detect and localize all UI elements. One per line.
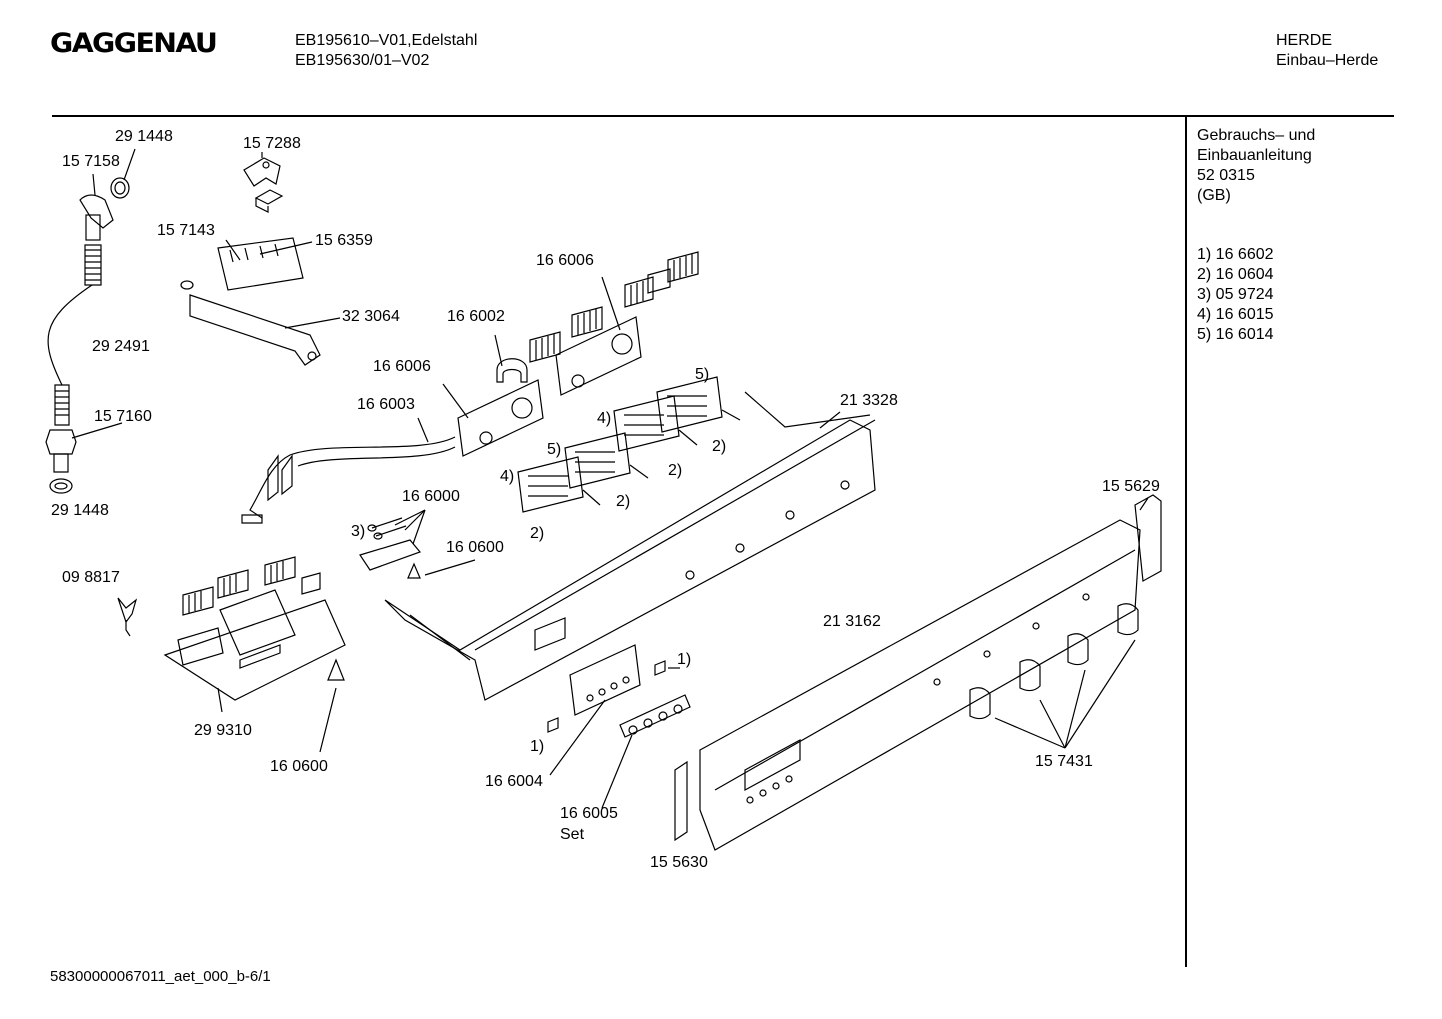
label-16-6005: 16 6005	[560, 805, 618, 822]
label-16-6000: 16 6000	[402, 488, 460, 505]
footnote-5: 5) 16 6014	[1197, 326, 1274, 343]
relay-board	[163, 556, 346, 753]
control-housing	[384, 391, 876, 701]
label-15-6359: 15 6359	[315, 232, 373, 249]
label-16-6005-set: Set	[560, 826, 585, 843]
brand-logo: GAGGENAU	[50, 28, 218, 59]
connector-blocks	[529, 251, 699, 363]
label-21-3328: 21 3328	[840, 392, 898, 409]
marker-4-upper: 4)	[597, 410, 612, 427]
wing-nut	[117, 597, 138, 637]
header-divider	[52, 115, 1394, 117]
display-boards	[547, 644, 691, 809]
category-title: HERDE	[1276, 32, 1333, 49]
sidebar-divider	[1185, 117, 1187, 967]
footnote-1: 1) 16 6602	[1197, 246, 1274, 263]
marker-3: 3)	[351, 523, 366, 540]
manual-title-line-1: Gebrauchs– und	[1197, 127, 1316, 144]
fuse-holder	[359, 509, 476, 579]
model-line-2: EB195630/01–V02	[295, 52, 430, 69]
label-16-6004: 16 6004	[485, 773, 543, 790]
label-16-6002: 16 6002	[447, 308, 505, 325]
label-15-7160: 15 7160	[94, 408, 152, 425]
rotary-switches	[517, 376, 741, 513]
label-15-7288: 15 7288	[243, 135, 301, 152]
bracket-parts	[243, 152, 284, 213]
marker-5-lower: 5)	[547, 441, 562, 458]
label-16-0600-upper: 16 0600	[446, 539, 504, 556]
marker-4-lower: 4)	[500, 468, 515, 485]
switch-plates	[442, 276, 642, 457]
front-panel	[674, 494, 1162, 851]
label-16-6006-upper: 16 6006	[536, 252, 594, 269]
manual-title-line-2: Einbauanleitung	[1197, 147, 1312, 164]
label-29-2491: 29 2491	[92, 338, 150, 355]
marker-2-d: 2)	[530, 525, 545, 542]
gas-connection-assembly	[45, 148, 136, 494]
label-15-7158: 15 7158	[62, 153, 120, 170]
manual-number: 52 0315	[1197, 167, 1255, 184]
label-29-9310: 29 9310	[194, 722, 252, 739]
label-09-8817: 09 8817	[62, 569, 120, 586]
label-32-3064: 32 3064	[342, 308, 400, 325]
marker-2-b: 2)	[668, 462, 683, 479]
label-15-7431: 15 7431	[1035, 753, 1093, 770]
marker-5-upper: 5)	[695, 366, 710, 383]
label-21-3162: 21 3162	[823, 613, 881, 630]
knob-caps	[969, 497, 1149, 749]
label-15-5630: 15 5630	[650, 854, 708, 871]
terminal-rail	[180, 237, 341, 366]
footnote-2: 2) 16 0604	[1197, 266, 1274, 283]
label-16-6003: 16 6003	[357, 396, 415, 413]
model-line-1: EB195610–V01,Edelstahl	[295, 32, 478, 49]
marker-1-left: 1)	[530, 738, 545, 755]
marker-1-right: 1)	[677, 651, 692, 668]
marker-2-a: 2)	[712, 438, 727, 455]
footnote-4: 4) 16 6015	[1197, 306, 1274, 323]
label-15-5629: 15 5629	[1102, 478, 1160, 495]
label-16-0600-lower: 16 0600	[270, 758, 328, 775]
ribbon-cable	[241, 417, 456, 524]
label-29-1448-top: 29 1448	[115, 128, 173, 145]
marker-2-c: 2)	[616, 493, 631, 510]
footnote-3: 3) 05 9724	[1197, 286, 1274, 303]
subcategory-title: Einbau–Herde	[1276, 52, 1379, 69]
manual-language: (GB)	[1197, 187, 1231, 204]
label-15-7143: 15 7143	[157, 222, 215, 239]
document-id: 58300000067011_aet_000_b-6/1	[50, 968, 271, 985]
label-16-6006-lower: 16 6006	[373, 358, 431, 375]
label-29-1448-bottom: 29 1448	[51, 502, 109, 519]
